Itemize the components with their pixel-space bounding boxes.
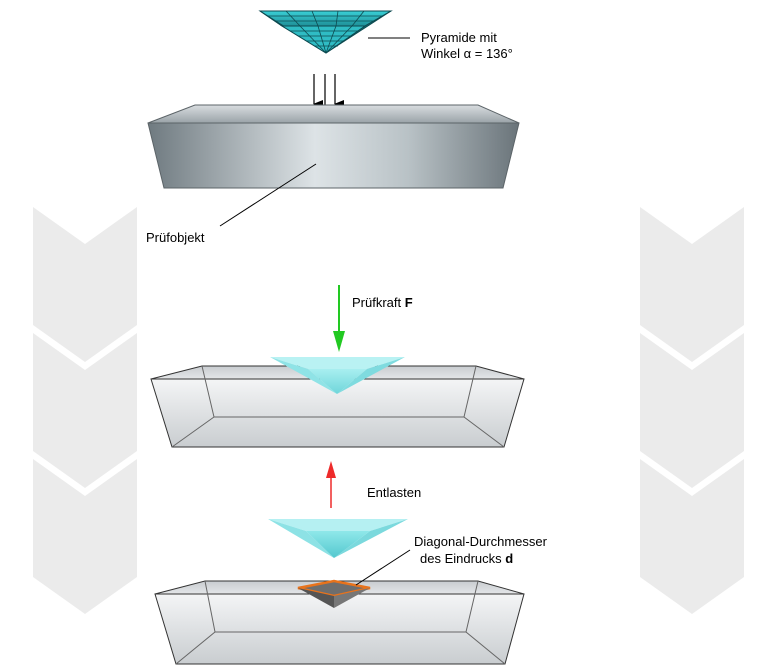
right-chevron-1 bbox=[640, 207, 744, 362]
left-chevron-2 bbox=[33, 333, 137, 488]
right-chevron-2 bbox=[640, 333, 744, 488]
diagonal-label-line2: des Eindrucks d bbox=[420, 551, 513, 566]
test-force-symbol: F bbox=[405, 295, 413, 310]
pyramid-indenter-lifted bbox=[268, 519, 408, 558]
test-force-text: Prüfkraft bbox=[352, 295, 405, 310]
unload-label: Entlasten bbox=[367, 485, 421, 500]
right-chevron-3 bbox=[640, 459, 744, 614]
left-chevron-arrows bbox=[33, 207, 137, 614]
diagonal-leader-line bbox=[355, 549, 411, 586]
test-force-label: Prüfkraft F bbox=[352, 295, 413, 310]
pyramid-label-line1: Pyramide mit bbox=[421, 30, 497, 45]
unload-arrow bbox=[326, 461, 336, 508]
diagonal-symbol: d bbox=[505, 551, 513, 566]
left-chevron-1 bbox=[33, 207, 137, 362]
diagonal-text: des Eindrucks bbox=[420, 551, 505, 566]
specimen-block-solid bbox=[147, 104, 520, 189]
indentation-mark bbox=[297, 579, 371, 608]
diagonal-label-line1: Diagonal-Durchmesser bbox=[414, 534, 548, 549]
pyramid-label-line2: Winkel α = 136° bbox=[421, 46, 513, 61]
pyramid-indenter-loaded bbox=[270, 357, 405, 394]
pyramid-indenter-top bbox=[258, 10, 393, 54]
test-force-arrow bbox=[333, 285, 345, 352]
specimen-leader-line bbox=[219, 163, 317, 227]
specimen-label: Prüfobjekt bbox=[146, 230, 205, 245]
left-chevron-3 bbox=[33, 459, 137, 614]
right-chevron-arrows bbox=[640, 207, 744, 614]
